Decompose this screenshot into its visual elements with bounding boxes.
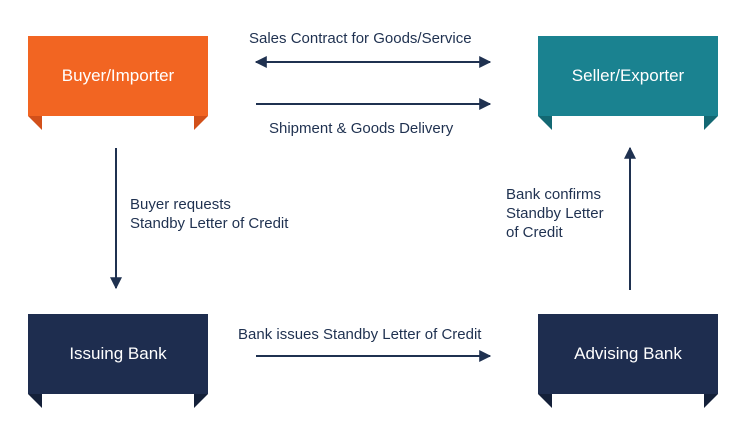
- buyer-box-right-tab: [194, 116, 208, 130]
- advising-bank-left-tab: [538, 394, 552, 408]
- shipment-label: Shipment & Goods Delivery: [269, 120, 454, 137]
- issuing-bank-label: Issuing Bank: [69, 344, 167, 363]
- advising-bank-right-tab: [704, 394, 718, 408]
- bank-confirms-line-3: of Credit: [506, 224, 563, 241]
- buyer-importer-box: Buyer/Importer: [28, 36, 208, 116]
- issuing-bank-box: Issuing Bank: [28, 314, 208, 394]
- bank-issues-label: Bank issues Standby Letter of Credit: [238, 326, 482, 343]
- seller-box-right-tab: [704, 116, 718, 130]
- advising-bank-box: Advising Bank: [538, 314, 718, 394]
- bank-confirms-label: Bank confirms Standby Letter of Credit: [506, 185, 604, 242]
- seller-exporter-label: Seller/Exporter: [571, 66, 685, 85]
- bank-confirms-line-2: Standby Letter: [506, 205, 604, 222]
- advising-bank-label: Advising Bank: [574, 344, 682, 363]
- bank-confirms-line-1: Bank confirms: [506, 186, 602, 203]
- buyer-request-line-2: Standby Letter of Credit: [130, 215, 289, 232]
- issuing-bank-right-tab: [194, 394, 208, 408]
- buyer-importer-label: Buyer/Importer: [61, 66, 175, 85]
- seller-exporter-box: Seller/Exporter: [538, 36, 718, 116]
- seller-box-left-tab: [538, 116, 552, 130]
- issuing-bank-left-tab: [28, 394, 42, 408]
- sales-contract-label: Sales Contract for Goods/Service: [249, 30, 472, 47]
- buyer-box-left-tab: [28, 116, 42, 130]
- buyer-request-line-1: Buyer requests: [130, 196, 231, 213]
- buyer-request-label: Buyer requests Standby Letter of Credit: [130, 195, 288, 233]
